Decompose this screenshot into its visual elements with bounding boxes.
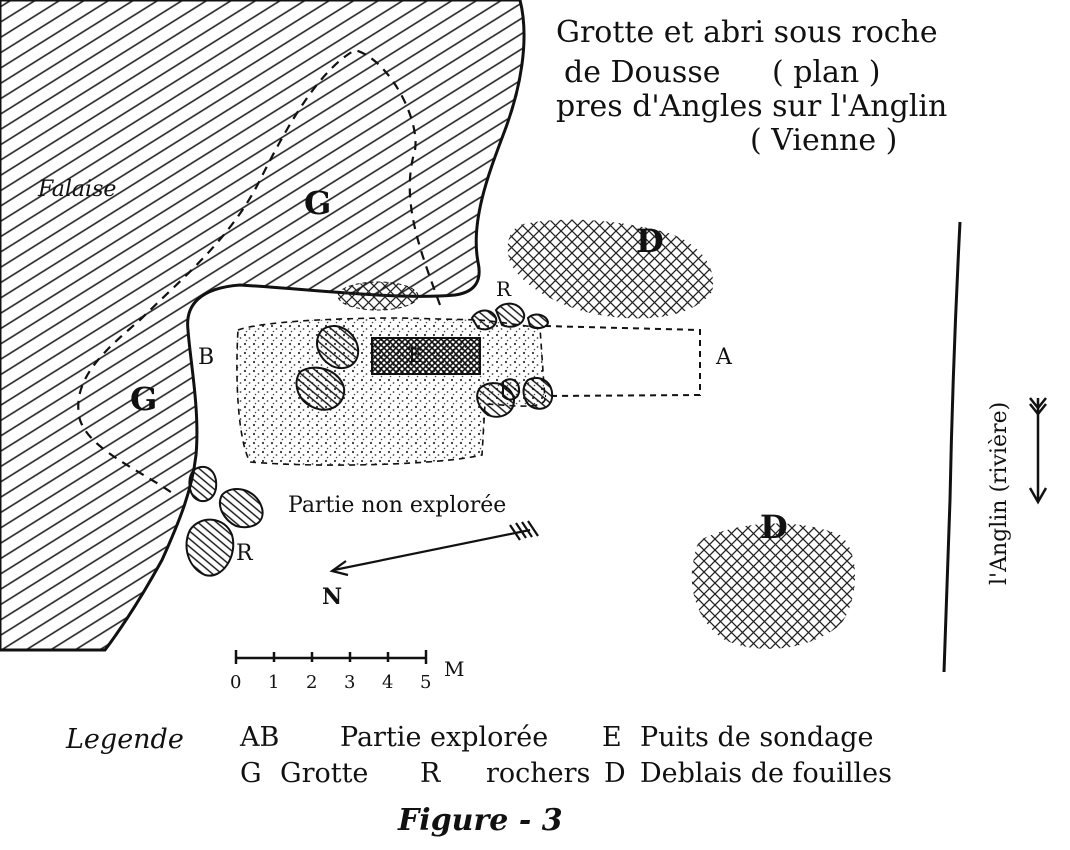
grotte-label-lower: G — [130, 380, 157, 418]
legend-e-code: E — [602, 722, 622, 753]
legend-heading: Legende — [65, 724, 184, 755]
title-line-3: pres d'Angles sur l'Anglin — [556, 89, 947, 124]
cliff-area — [0, 0, 526, 652]
legend-r-text: rochers — [486, 758, 590, 789]
puits-label: E — [408, 343, 423, 367]
trench-outline — [544, 325, 701, 397]
legend-ab-code: AB — [239, 722, 279, 753]
title-line-2: de Dousse — [564, 55, 720, 90]
rocks-lower — [185, 465, 264, 577]
deblais-label-upper: D — [636, 222, 664, 260]
scale-unit: M — [444, 657, 464, 681]
title-line-1: Grotte et abri sous roche — [556, 15, 938, 50]
rocks-upper — [470, 302, 550, 331]
deblais-upper — [507, 219, 714, 319]
legend-e-text: Puits de sondage — [640, 722, 873, 753]
point-a-label: A — [715, 345, 733, 370]
north-label: N — [322, 584, 342, 610]
north-arrow — [329, 520, 539, 577]
scale-tick-2: 2 — [306, 672, 317, 693]
title-line-4: ( Vienne ) — [750, 123, 897, 158]
river-line — [942, 221, 962, 673]
scale-bar — [234, 650, 428, 664]
scale-tick-3: 3 — [344, 672, 355, 693]
river-flow-arrow — [1028, 397, 1048, 505]
legend-g-code: G — [240, 758, 262, 789]
figure-label: Figure - 3 — [397, 803, 563, 838]
scale-tick-4: 4 — [382, 672, 393, 693]
rochers-label-upper: R — [496, 277, 512, 301]
scale-tick-0: 0 — [230, 672, 241, 693]
partie-non-exploree-label: Partie non explorée — [288, 493, 506, 518]
rochers-label-lower: R — [236, 541, 254, 566]
river-label: l'Anglin (rivière) — [987, 402, 1012, 585]
rocks-inside — [295, 325, 554, 418]
legend-g-text: Grotte — [280, 758, 368, 789]
grotte-dashed-outline — [77, 48, 442, 496]
falaise-label: Falaise — [37, 177, 116, 202]
point-b-label: B — [198, 345, 214, 370]
legend-d-code: D — [604, 758, 626, 789]
legend-ab-text: Partie explorée — [340, 722, 548, 753]
grotte-label-upper: G — [304, 184, 331, 222]
scale-tick-1: 1 — [268, 672, 279, 693]
legend-r-code: R — [420, 758, 441, 789]
legend-d-text: Deblais de fouilles — [640, 758, 892, 789]
scale-tick-5: 5 — [420, 672, 431, 693]
deblais-lower — [691, 523, 855, 649]
puits-de-sondage — [371, 337, 481, 375]
title-line-2-paren: ( plan ) — [772, 55, 881, 90]
mouth-deposit — [337, 281, 419, 311]
deblais-label-lower: D — [760, 508, 788, 546]
